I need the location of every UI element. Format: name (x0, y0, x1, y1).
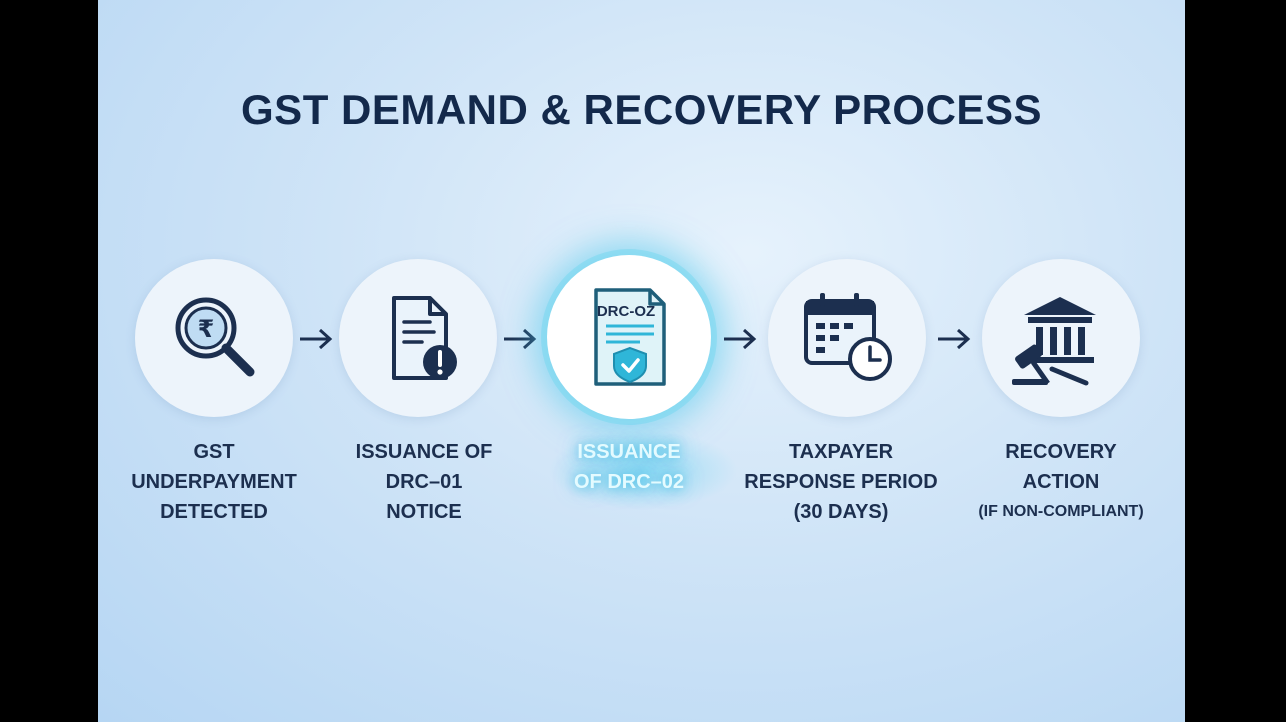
step-2-circle (339, 259, 497, 417)
document-alert-icon (392, 296, 457, 380)
step-3-label: ISSUANCE OF DRC–02 (573, 441, 685, 493)
step-1-label: GST UNDERPAYMENT DETECTED (131, 441, 297, 523)
step-3-label-glow (548, 430, 738, 510)
step-1-circle: ₹ (135, 259, 293, 417)
arrow-icon (724, 328, 757, 350)
step-3-circle: DRC-OZ (547, 255, 711, 419)
rupee-magnifier-icon: ₹ (175, 297, 255, 377)
drc-document-shield-icon: DRC-OZ (594, 288, 666, 386)
calendar-clock-icon (804, 293, 892, 381)
gavel-court-icon (1012, 297, 1096, 386)
slide-background: GST DEMAND & RECOVERY PROCESS ₹ (98, 0, 1185, 722)
arrow-icon (938, 328, 971, 350)
arrow-icon (504, 328, 537, 350)
step-5-label: RECOVERY ACTION (IF NON-COMPLIANT) (978, 441, 1144, 520)
diagram-title: GST DEMAND & RECOVERY PROCESS (241, 86, 1042, 133)
step-4-label: TAXPAYER RESPONSE PERIOD (30 DAYS) (744, 441, 938, 523)
svg-text:₹: ₹ (198, 315, 215, 343)
step-2-label: ISSUANCE OF DRC–01 NOTICE (355, 441, 493, 523)
arrow-icon (300, 328, 333, 350)
document-label: DRC-OZ (597, 303, 655, 320)
step-4-circle (768, 259, 926, 417)
step-5-circle (982, 259, 1140, 417)
